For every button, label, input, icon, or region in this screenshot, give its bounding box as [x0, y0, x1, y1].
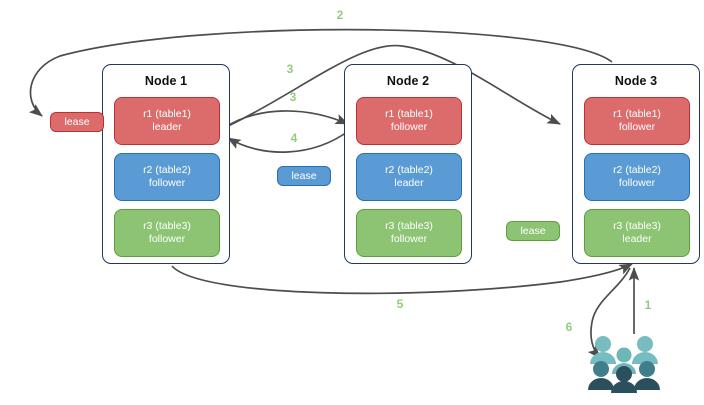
replica-role: leader: [152, 121, 182, 133]
node-node1[interactable]: Node 1 r1 (table1) leader r2 (table2) fo…: [102, 64, 230, 264]
node-title: Node 3: [614, 74, 658, 88]
replica-range: r1 (table1): [385, 108, 433, 120]
replica-role: leader: [394, 177, 424, 189]
replica-range: r3 (table3): [385, 220, 433, 232]
edge-5-node1-to-node3: [171, 263, 633, 295]
replica-node3-r1[interactable]: r1 (table1) follower: [584, 97, 690, 145]
users-group[interactable]: [586, 333, 662, 393]
replica-role: follower: [148, 177, 186, 189]
edge-3-node1-to-node2: [223, 110, 349, 129]
node-title: Node 2: [386, 74, 430, 88]
replica-node3-r3[interactable]: r3 (table3) leader: [584, 209, 690, 257]
node-title: Node 1: [144, 74, 188, 88]
edge-label-5: 5: [396, 297, 404, 311]
lease-badge-table1[interactable]: lease: [50, 112, 104, 132]
node-node2[interactable]: Node 2 r1 (table1) follower r2 (table2) …: [344, 64, 472, 264]
replica-node2-r2[interactable]: r2 (table2) leader: [356, 153, 462, 201]
replica-range: r3 (table3): [613, 220, 661, 232]
users-icon: [588, 336, 660, 393]
lease-badge-table2[interactable]: lease: [277, 166, 331, 186]
replica-range: r1 (table1): [143, 108, 191, 120]
edge-label-4: 4: [290, 131, 298, 145]
edge-label-3b: 3: [289, 90, 297, 104]
replica-node2-r3[interactable]: r3 (table3) follower: [356, 209, 462, 257]
replica-range: r3 (table3): [143, 220, 191, 232]
replica-node3-r2[interactable]: r2 (table2) follower: [584, 153, 690, 201]
replica-range: r2 (table2): [143, 164, 191, 176]
replica-role: follower: [390, 121, 428, 133]
replica-role: follower: [148, 233, 186, 245]
replica-range: r2 (table2): [385, 164, 433, 176]
replica-node1-r1[interactable]: r1 (table1) leader: [114, 97, 220, 145]
replica-role: follower: [618, 177, 656, 189]
replica-role: follower: [390, 233, 428, 245]
replica-node1-r3[interactable]: r3 (table3) follower: [114, 209, 220, 257]
replica-role: leader: [622, 233, 652, 245]
replica-range: r2 (table2): [613, 164, 661, 176]
replica-node1-r2[interactable]: r2 (table2) follower: [114, 153, 220, 201]
replica-role: follower: [618, 121, 656, 133]
lease-badge-table3[interactable]: lease: [506, 221, 560, 241]
edge-label-2: 2: [336, 8, 344, 22]
replica-range: r1 (table1): [613, 108, 661, 120]
node-node3[interactable]: Node 3 r1 (table1) follower r2 (table2) …: [572, 64, 700, 264]
edge-label-3a: 3: [286, 62, 294, 76]
edge-label-6: 6: [565, 320, 573, 334]
edge-label-1: 1: [644, 298, 652, 312]
replica-node2-r1[interactable]: r1 (table1) follower: [356, 97, 462, 145]
